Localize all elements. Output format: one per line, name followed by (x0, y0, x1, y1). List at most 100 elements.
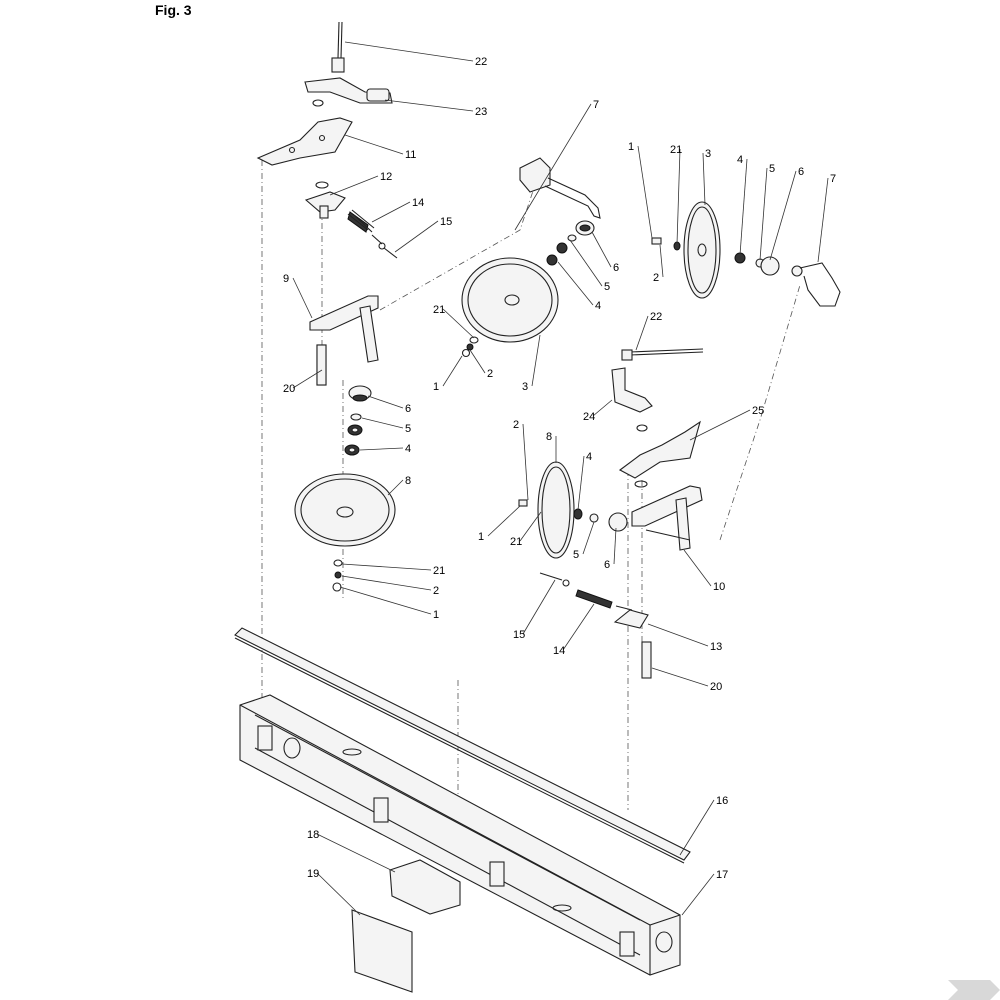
callout-leader-2 (659, 244, 664, 278)
callout-leader-1 (637, 145, 653, 239)
callout-number-5: 5 (604, 281, 610, 293)
callout-number-2: 2 (433, 585, 439, 597)
callout-leader-17 (681, 873, 715, 916)
callout-number-21: 21 (510, 536, 522, 548)
callout-number-10: 10 (713, 581, 725, 593)
callout-number-6: 6 (604, 559, 610, 571)
callout-leader-6 (591, 231, 612, 268)
callout-number-9: 9 (283, 273, 289, 285)
callout-number-23: 23 (475, 106, 487, 118)
callout-number-8: 8 (546, 431, 552, 443)
callout-leader-4 (359, 447, 404, 451)
callout-leader-4 (739, 158, 748, 256)
callout-number-6: 6 (405, 403, 411, 415)
callout-leader-5 (582, 521, 595, 555)
callout-leader-18 (316, 833, 396, 873)
callout-number-2: 2 (513, 419, 519, 431)
callout-leader-19 (316, 872, 361, 916)
callout-number-6: 6 (613, 262, 619, 274)
callout-number-21: 21 (433, 565, 445, 577)
callout-leader-21 (676, 148, 681, 245)
upper-left-linkage (304, 21, 393, 107)
callout-leader-2 (522, 423, 529, 501)
callout-number-19: 19 (307, 868, 319, 880)
callout-leader-3 (531, 334, 541, 387)
callout-number-2: 2 (487, 368, 493, 380)
callout-number-4: 4 (405, 443, 411, 455)
callout-number-12: 12 (380, 171, 392, 183)
callout-leader-21 (442, 308, 475, 339)
callout-leader-5 (361, 417, 404, 429)
callout-number-21: 21 (670, 144, 682, 156)
bracket-12 (304, 181, 346, 219)
callout-leader-2 (469, 349, 486, 374)
bracket-11 (256, 117, 353, 166)
callout-number-1: 1 (433, 609, 439, 621)
callout-number-1: 1 (628, 141, 634, 153)
callout-leader-7 (514, 103, 592, 231)
callout-leader-22 (635, 315, 649, 351)
callout-leader-14 (562, 603, 595, 651)
pin-20-left (316, 344, 327, 386)
callout-leader-1 (487, 505, 521, 537)
callout-leader-6 (367, 395, 404, 409)
callout-leader-9 (292, 277, 313, 319)
plate-18 (389, 859, 461, 915)
callout-number-14: 14 (412, 197, 424, 209)
callout-number-13: 13 (710, 641, 722, 653)
callout-number-17: 17 (716, 869, 728, 881)
callout-leader-5 (569, 239, 603, 287)
right-linkage-22-24-25 (611, 348, 704, 488)
callout-number-5: 5 (405, 423, 411, 435)
main-frame-17 (239, 694, 681, 976)
arm-7-middle (519, 157, 601, 219)
callout-number-15: 15 (440, 216, 452, 228)
callout-number-22: 22 (475, 56, 487, 68)
callout-number-3: 3 (705, 148, 711, 160)
left-pulley-stack (294, 385, 396, 592)
spring-14-upper (347, 209, 398, 259)
callout-leader-13 (647, 623, 709, 647)
callout-number-5: 5 (769, 163, 775, 175)
callout-number-4: 4 (586, 451, 592, 463)
callout-leader-10 (683, 549, 712, 587)
callout-leader-2 (341, 575, 432, 591)
callout-leader-5 (759, 167, 768, 261)
bracket-10 (631, 485, 703, 551)
callout-number-1: 1 (433, 381, 439, 393)
middle-pulley-3 (461, 220, 595, 358)
callout-leader-3 (702, 152, 706, 206)
callout-leader-20 (292, 369, 323, 389)
callout-leader-1 (442, 355, 463, 387)
callout-number-16: 16 (716, 795, 728, 807)
callout-leader-1 (339, 586, 432, 615)
callout-number-8: 8 (405, 475, 411, 487)
callout-leader-16 (679, 799, 715, 856)
callout-number-15: 15 (513, 629, 525, 641)
callout-leader-4 (577, 455, 585, 511)
callout-number-24: 24 (583, 411, 595, 423)
callout-leader-lines (292, 41, 829, 916)
callout-number-7: 7 (593, 99, 599, 111)
callout-leader-7 (817, 177, 829, 263)
callout-leader-14 (371, 201, 411, 223)
callout-number-20: 20 (283, 383, 295, 395)
callout-leader-25 (689, 409, 751, 441)
callout-number-3: 3 (522, 381, 528, 393)
callout-leader-15 (522, 579, 556, 635)
callout-leader-4 (557, 261, 594, 306)
figure-title: Fig. 3 (155, 2, 192, 18)
callout-leader-6 (769, 170, 797, 261)
lower-right-spring-group (539, 572, 652, 679)
callout-number-1: 1 (478, 531, 484, 543)
callout-leader-12 (329, 175, 379, 196)
callout-number-20: 20 (710, 681, 722, 693)
callout-number-14: 14 (553, 645, 565, 657)
top-plate-16 (234, 627, 691, 864)
right-pulley-8-stack (518, 461, 628, 559)
callout-number-6: 6 (798, 166, 804, 178)
callout-leader-20 (651, 667, 709, 687)
